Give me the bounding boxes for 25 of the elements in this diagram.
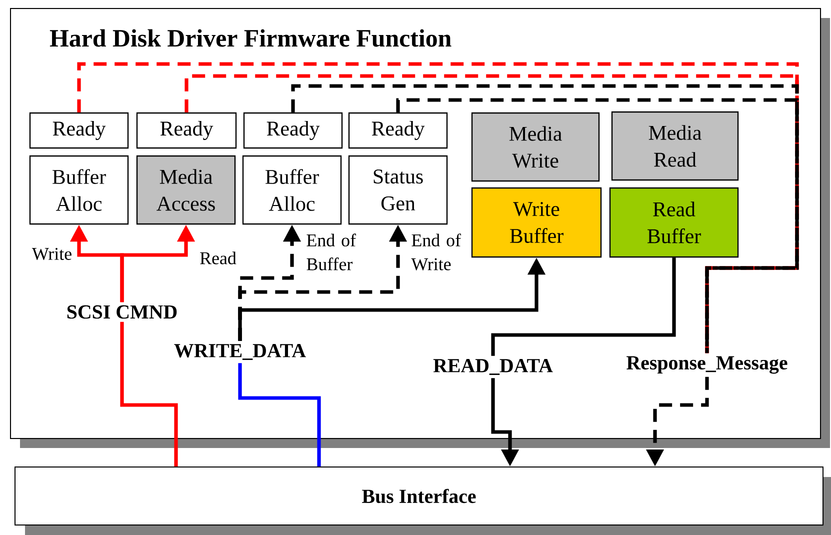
function-box: Ready (136, 112, 237, 149)
signal-name: READ_DATA (433, 359, 553, 375)
edge-label: End of Write (411, 234, 461, 270)
function-box: Ready (29, 112, 129, 149)
connector (238, 363, 321, 466)
edge-label: Write (32, 248, 72, 260)
connector (491, 258, 676, 356)
signal-name: SCSI CMND (67, 305, 177, 319)
connector (291, 84, 799, 354)
function-box: Read Buffer (609, 187, 739, 258)
function-box: Ready (348, 112, 448, 149)
function-box: Media Read (611, 111, 739, 181)
connector (120, 322, 178, 466)
function-box: Media Write (471, 112, 600, 182)
function-box: Media Access (136, 155, 236, 225)
function-box: Status Gen (348, 155, 448, 225)
signal-name: Response_Message (626, 356, 788, 374)
function-box: Ready (243, 112, 343, 149)
function-box: Buffer Alloc (29, 155, 129, 225)
signal-name: WRITE_DATA (174, 344, 306, 360)
edge-label: End of Buffer (306, 234, 356, 270)
bus-interface-box: Bus Interface (14, 466, 831, 535)
function-box: Write Buffer (471, 187, 602, 258)
edge-label: Read (200, 252, 236, 264)
function-box: Buffer Alloc (242, 155, 342, 225)
